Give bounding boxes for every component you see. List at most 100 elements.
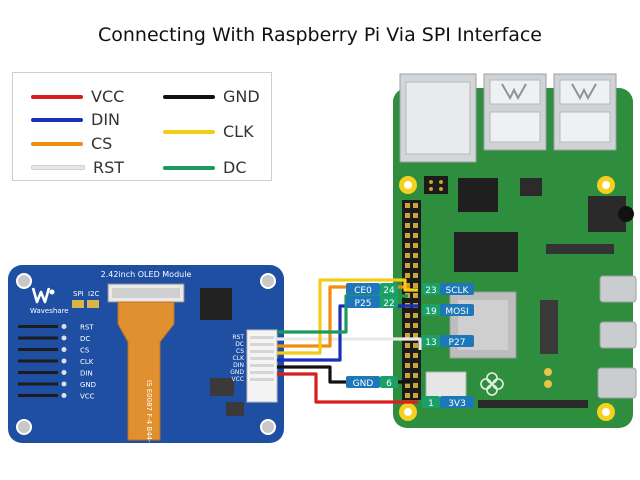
wire-vcc — [277, 372, 418, 404]
legend-label-dc: DC — [223, 158, 247, 177]
pin-pad — [61, 370, 67, 375]
connector-pin — [250, 364, 274, 367]
wire-rst — [277, 337, 422, 350]
pin-pad — [61, 393, 67, 398]
oled-right-pin-label-cs: CS — [236, 348, 244, 355]
raspberry-pi-board — [393, 73, 637, 428]
oled-left-pin-label-gnd: GND — [80, 381, 96, 389]
gpio-pin — [405, 333, 410, 338]
oled-right-pin-label-dc: DC — [235, 341, 244, 348]
header-pin — [18, 371, 58, 374]
connector-pin — [250, 336, 274, 339]
gpio-pin — [413, 363, 418, 368]
oled-left-pin-label-din: DIN — [80, 370, 93, 378]
diagram-title: Connecting With Raspberry Pi Via SPI Int… — [98, 24, 542, 46]
gpio-pin — [413, 243, 418, 248]
gpio-pin — [413, 273, 418, 278]
oled-right-pin-label-gnd: GND — [230, 369, 244, 376]
pin-name-badge — [440, 283, 474, 295]
legend-item-cs: CS — [31, 134, 112, 153]
legend-item-vcc: VCC — [31, 87, 124, 106]
pi-small-chip — [520, 178, 542, 196]
brand-name: Waveshare — [30, 307, 69, 315]
gpio-pin — [413, 203, 418, 208]
pi-display-connector — [546, 244, 614, 254]
flex-cable-marking: IS E0087 F-4 B44-8 — [145, 380, 153, 447]
legend-label-din: DIN — [91, 110, 121, 129]
connector-pin — [250, 350, 274, 353]
header-pin — [18, 382, 58, 386]
pin-name-mosi: MOSI — [445, 307, 468, 317]
pi-ethernet-port — [399, 73, 477, 163]
pin-name-sclk: SCLK — [446, 286, 470, 296]
gpio-pin — [405, 313, 410, 318]
waveshare-logo-icon — [31, 287, 55, 304]
pi-usb-c-port — [597, 367, 637, 399]
oled-right-pin-label-din: DIN — [233, 362, 244, 369]
gpio-pin — [405, 273, 410, 278]
gpio-pin — [413, 313, 418, 318]
pi-poe-header — [424, 176, 448, 194]
pi-usb-controller-chip — [458, 178, 498, 212]
legend-swatch-rst — [31, 165, 85, 170]
legend-swatch-din — [31, 117, 83, 122]
wire-clk — [277, 278, 418, 355]
pin-name-3v3: 3V3 — [448, 399, 466, 409]
legend-swatch-vcc — [31, 94, 83, 99]
gpio-pin — [405, 363, 410, 368]
legend-label-rst: RST — [93, 158, 125, 177]
oled-flex-cable — [117, 301, 175, 441]
wire-color-legend: VCC GND DIN CLK CS DC RST — [12, 72, 272, 181]
pi-gpio-header — [402, 200, 421, 400]
gpio-pin — [405, 233, 410, 238]
pi-pin-labels: 23 SCLK CE0 24 P25 22 19 MOSI 13 P27 GND… — [346, 283, 474, 409]
gpio-pin — [405, 353, 410, 358]
oled-regulator-chip — [210, 378, 234, 396]
pin-name-gnd: GND — [353, 379, 374, 389]
gpio-pin — [405, 213, 410, 218]
gpio-pin — [405, 263, 410, 268]
gpio-pin — [413, 353, 418, 358]
legend-item-din: DIN — [31, 110, 120, 129]
header-pin — [18, 348, 58, 351]
pin-pad — [61, 381, 67, 387]
connector-pin — [250, 343, 274, 346]
legend-label-gnd: GND — [223, 87, 260, 106]
gpio-pin — [405, 323, 410, 328]
gpio-pin — [405, 243, 410, 248]
pi-power-chip — [425, 371, 467, 399]
pi-hdmi-port-2 — [599, 321, 637, 349]
pin-number-19: 19 — [425, 307, 437, 317]
pin-number-badge — [422, 283, 440, 295]
oled-driver-chip — [200, 288, 232, 320]
gpio-pin — [413, 223, 418, 228]
gpio-pin — [413, 393, 418, 398]
oled-left-pin-label-clk: CLK — [80, 358, 94, 366]
gpio-pin — [405, 373, 410, 378]
pin-pad — [61, 335, 67, 341]
legend-label-vcc: VCC — [91, 87, 125, 106]
pin-number-6: 6 — [386, 379, 392, 389]
pi-usb-port-2 — [553, 73, 617, 151]
gpio-pin — [413, 373, 418, 378]
gpio-pin — [405, 223, 410, 228]
pi-usb-port-1 — [483, 73, 547, 151]
gpio-pin — [405, 253, 410, 258]
raspberry-logo-icon — [480, 372, 504, 396]
gpio-pin — [413, 283, 418, 288]
gpio-pin — [413, 233, 418, 238]
gpio-pin — [413, 253, 418, 258]
oled-left-pin-label-rst: RST — [80, 324, 94, 332]
legend-item-gnd: GND — [163, 87, 260, 106]
pi-camera-connector — [540, 300, 558, 354]
pi-ram-chip — [454, 232, 518, 272]
pin-number-23: 23 — [425, 286, 436, 296]
connector-pin — [250, 371, 274, 374]
oled-left-pin-label-cs: CS — [80, 347, 90, 355]
pin-number-22: 22 — [383, 299, 394, 309]
legend-item-clk: CLK — [163, 122, 254, 141]
legend-item-dc: DC — [163, 158, 247, 177]
gpio-pin — [413, 343, 418, 348]
